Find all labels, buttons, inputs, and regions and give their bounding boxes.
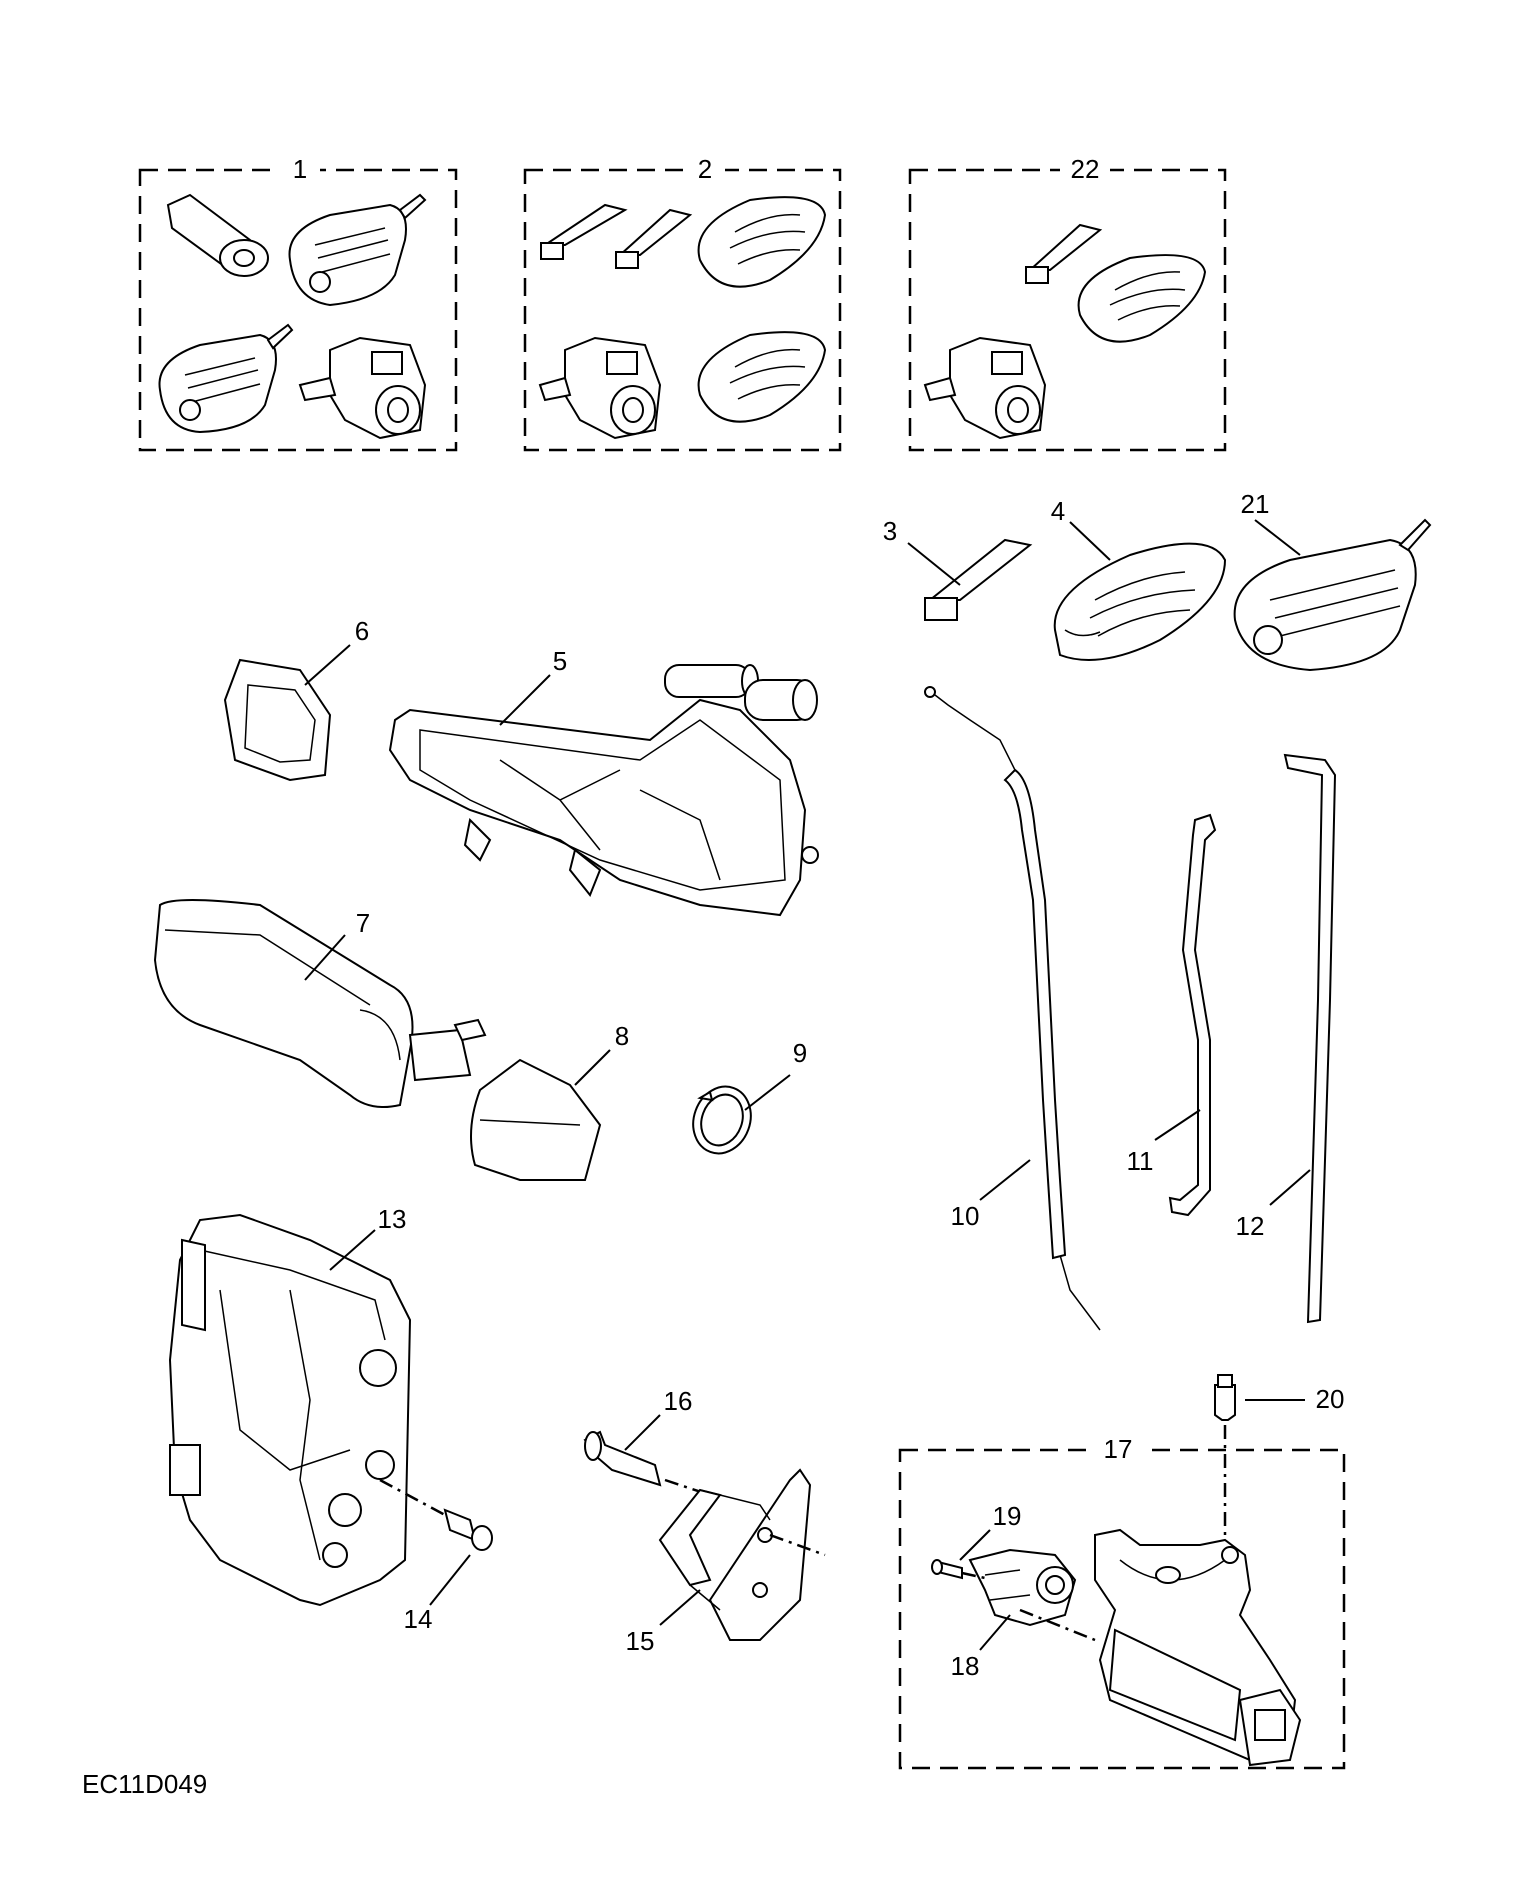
callout-15: 15 xyxy=(626,1626,655,1656)
callout-1: 1 xyxy=(293,154,307,184)
kit-2-group: 2 xyxy=(523,154,842,452)
part-3-key-blade: 3 xyxy=(883,516,1033,621)
kit-17-group: 17 18 19 xyxy=(898,1434,1346,1770)
callout-13: 13 xyxy=(378,1204,407,1234)
actuator-motor-icon xyxy=(1094,1528,1302,1767)
key-fob-icon xyxy=(288,193,427,307)
callout-9: 9 xyxy=(793,1038,807,1068)
part-5-handle-carrier: 5 xyxy=(388,646,819,917)
lock-cylinder-icon xyxy=(538,336,662,440)
remote-housing-icon xyxy=(697,196,827,288)
part-4-remote-housing: 4 xyxy=(1051,496,1227,661)
callout-17: 17 xyxy=(1104,1434,1133,1464)
callout-2: 2 xyxy=(698,154,712,184)
kit-2-box xyxy=(523,168,842,452)
part-19-screw: 19 xyxy=(931,1501,1022,1580)
part-14-bolt: 14 xyxy=(379,1478,493,1634)
part-7-outer-handle: 7 xyxy=(153,899,487,1108)
kit-17-box xyxy=(898,1448,1346,1770)
remote-housing-icon xyxy=(697,331,827,423)
callout-3: 3 xyxy=(883,516,897,546)
kit-22-group: 22 xyxy=(908,154,1227,452)
part-6-bezel: 6 xyxy=(223,616,369,782)
callout-21: 21 xyxy=(1241,489,1270,519)
callout-12: 12 xyxy=(1236,1211,1265,1241)
part-16-striker-pin: 16 xyxy=(583,1386,711,1497)
lock-cylinder-icon xyxy=(923,336,1047,440)
part-9-seal: 9 xyxy=(692,1038,807,1155)
callout-4: 4 xyxy=(1051,496,1065,526)
callout-16: 16 xyxy=(664,1386,693,1416)
callout-6: 6 xyxy=(355,616,369,646)
illustration-code: EC11D049 xyxy=(82,1769,207,1799)
lock-cylinder-icon xyxy=(298,336,427,440)
key-blade-icon xyxy=(615,208,693,269)
part-11-rod: 11 xyxy=(1127,813,1217,1217)
part-10-release-cable: 10 xyxy=(924,686,1101,1331)
callout-5: 5 xyxy=(553,646,567,676)
part-21-key-fob: 21 xyxy=(1233,489,1432,672)
callout-7: 7 xyxy=(356,908,370,938)
part-12-rod: 12 xyxy=(1236,753,1337,1324)
part-15-striker: 15 xyxy=(626,1468,826,1656)
callout-10: 10 xyxy=(951,1201,980,1231)
callout-18: 18 xyxy=(951,1651,980,1681)
kit-1-group: 1 xyxy=(138,154,458,452)
lock-barrel-icon xyxy=(166,193,269,277)
callout-8: 8 xyxy=(615,1021,629,1051)
part-8-cap: 8 xyxy=(470,1021,629,1181)
part-13-door-latch: 13 xyxy=(168,1204,412,1607)
key-fob-icon xyxy=(158,323,294,434)
part-20-plug: 20 xyxy=(1214,1374,1345,1545)
part-18-bracket: 18 xyxy=(951,1548,1096,1681)
remote-housing-icon xyxy=(1077,254,1207,343)
callout-14: 14 xyxy=(404,1604,433,1634)
callout-22: 22 xyxy=(1071,154,1100,184)
callout-11: 11 xyxy=(1127,1146,1154,1176)
callout-19: 19 xyxy=(993,1501,1022,1531)
key-blade-icon xyxy=(1025,223,1103,284)
callout-20: 20 xyxy=(1316,1384,1345,1414)
key-blade-icon xyxy=(540,203,628,260)
